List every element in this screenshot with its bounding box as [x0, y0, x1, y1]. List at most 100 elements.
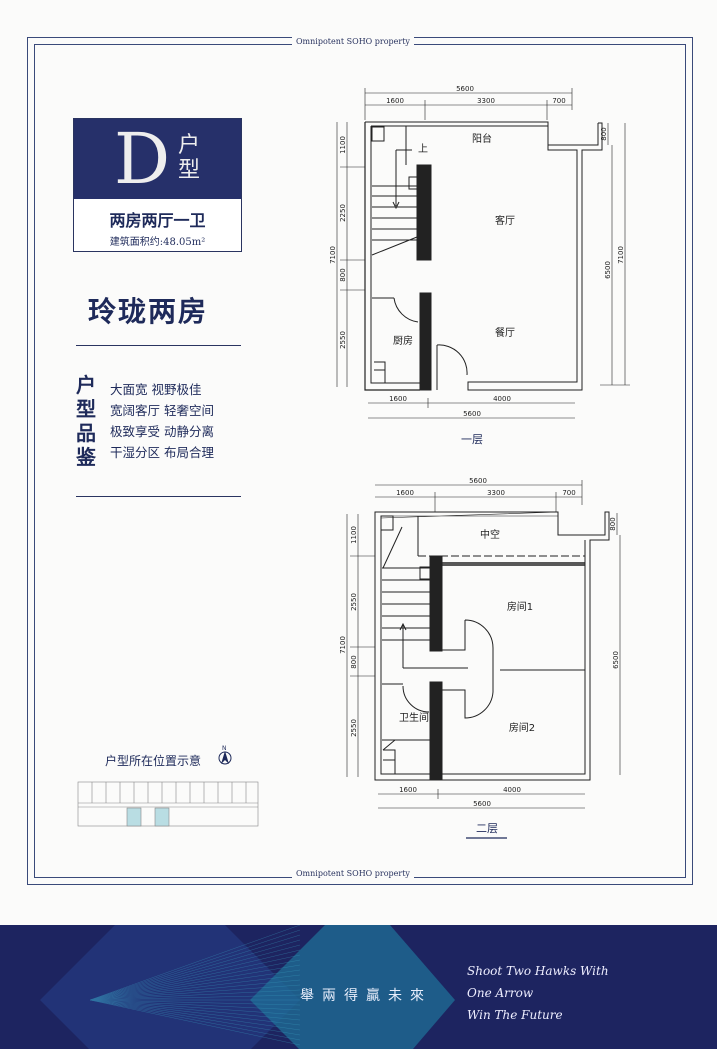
pattern-ray: [89, 949, 301, 1001]
slogan-line: Shoot Two Hawks With: [467, 964, 609, 978]
divider: [76, 345, 241, 346]
walls: [364, 121, 603, 391]
svg-text:700: 700: [562, 489, 575, 497]
location-plan: [77, 781, 259, 827]
compass-icon: N: [218, 745, 232, 765]
svg-text:4000: 4000: [503, 786, 521, 794]
pattern-ray: [89, 999, 301, 1016]
dimensions: [336, 88, 630, 419]
svg-text:7100: 7100: [617, 246, 625, 264]
pattern-ray: [89, 934, 301, 1001]
svg-text:1100: 1100: [350, 526, 358, 544]
location-title: 户型所在位置示意: [105, 754, 202, 768]
svg-text:6500: 6500: [612, 651, 620, 669]
stairs: [382, 567, 468, 669]
svg-text:700: 700: [552, 97, 565, 105]
unit-name: 玲珑两房: [88, 295, 209, 328]
svg-text:5600: 5600: [469, 477, 487, 485]
pattern-ray: [89, 999, 301, 1021]
svg-text:2550: 2550: [350, 593, 358, 611]
room-label: 中空: [480, 528, 500, 541]
feature-item: 干湿分区 布局合理: [110, 445, 214, 460]
unit-highlight: [154, 807, 170, 827]
floor-caption: 二层: [476, 822, 498, 835]
pattern-ray: [89, 999, 301, 1031]
footer-banner: 舉兩得贏未來 Shoot Two Hawks With One Arrow Wi…: [0, 925, 717, 1049]
features-list: 大面宽 视野极佳 宽阔客厅 轻奢空间 极致享受 动静分离 干湿分区 布局合理: [110, 379, 214, 463]
room-label: 房间1: [507, 600, 533, 613]
slogan-line: Win The Future: [467, 1008, 563, 1022]
wall-column: [429, 555, 443, 652]
floor-plan-1: 5600 1600 3300 700 7100 1100 2250 800 25…: [329, 85, 630, 446]
pattern-ray: [89, 974, 301, 1001]
room-label: 餐厅: [495, 326, 515, 339]
pattern-ray: [89, 994, 301, 1001]
wall-column: [429, 681, 443, 781]
doors: [393, 297, 468, 390]
pattern-ray: [89, 979, 301, 1001]
svg-text:1600: 1600: [396, 489, 414, 497]
stair-arrow: [392, 149, 412, 210]
feature-item: 宽阔客厅 轻奢空间: [110, 403, 214, 418]
pattern-ray: [89, 959, 301, 1001]
diamond-pattern: [40, 925, 455, 1049]
svg-text:1600: 1600: [399, 786, 417, 794]
svg-text:5600: 5600: [473, 800, 491, 808]
floor-plan-2: 5600 1600 3300 700 7100 1100 2550 800 25…: [339, 477, 621, 839]
feature-item: 极致享受 动静分离: [110, 424, 214, 439]
features-heading: 户型品鉴: [76, 373, 96, 469]
pattern-ray: [89, 999, 301, 1026]
doors: [402, 619, 494, 719]
pattern-ray: [89, 944, 301, 1001]
room-label: 厨房: [393, 334, 413, 347]
pattern-ray: [89, 954, 301, 1001]
feature-item: 大面宽 视野极佳: [110, 382, 202, 397]
slogan-english: Shoot Two Hawks With One Arrow Win The F…: [467, 960, 609, 1026]
pattern-ray: [89, 969, 301, 1001]
svg-text:5600: 5600: [463, 410, 481, 418]
pattern-ray: [89, 964, 301, 1001]
brand-bottom: Omnipotent SOHO property: [292, 869, 414, 878]
svg-text:4000: 4000: [493, 395, 511, 403]
wall-column: [419, 292, 432, 391]
slogan-line: One Arrow: [467, 986, 534, 1000]
pattern-ray: [89, 999, 301, 1011]
pattern-ray: [89, 999, 301, 1046]
diamond-shape: [40, 925, 300, 1049]
pattern-ray: [89, 925, 301, 1001]
room-label: 阳台: [472, 132, 492, 145]
compass-label: N: [222, 745, 227, 752]
divider: [76, 496, 241, 497]
stair-arrow: [399, 622, 468, 669]
svg-text:800: 800: [600, 127, 608, 140]
svg-text:2250: 2250: [339, 204, 347, 222]
pattern-ray: [89, 999, 301, 1036]
stairs: [371, 126, 418, 256]
brand-top: Omnipotent SOHO property: [292, 37, 414, 46]
unit-suffix: 户型: [178, 133, 201, 183]
svg-text:5600: 5600: [456, 85, 474, 93]
room-label: 卫生间: [399, 711, 429, 724]
walls: [374, 511, 610, 781]
svg-text:7100: 7100: [339, 636, 347, 654]
room-label: 客厅: [495, 214, 515, 227]
svg-text:7100: 7100: [329, 246, 337, 264]
svg-text:6500: 6500: [604, 261, 612, 279]
svg-text:3300: 3300: [487, 489, 505, 497]
slogan-chinese: 舉兩得贏未來: [300, 988, 432, 1004]
pattern-ray: [89, 984, 301, 1001]
svg-text:3300: 3300: [477, 97, 495, 105]
svg-text:800: 800: [339, 268, 347, 281]
pattern-ray: [89, 929, 301, 1001]
unit-area: 建筑面积约:48.05m²: [109, 237, 206, 248]
dimensions: [346, 480, 621, 809]
room-label: 房间2: [509, 721, 535, 734]
unit-letter: D: [114, 118, 171, 200]
svg-text:1600: 1600: [389, 395, 407, 403]
floor-plans: N: [77, 85, 630, 839]
stair-up-label: 上: [418, 143, 428, 155]
svg-text:800: 800: [350, 655, 358, 668]
svg-text:1600: 1600: [386, 97, 404, 105]
diamond-shape: [250, 925, 455, 1049]
pattern-ray: [89, 999, 301, 1006]
